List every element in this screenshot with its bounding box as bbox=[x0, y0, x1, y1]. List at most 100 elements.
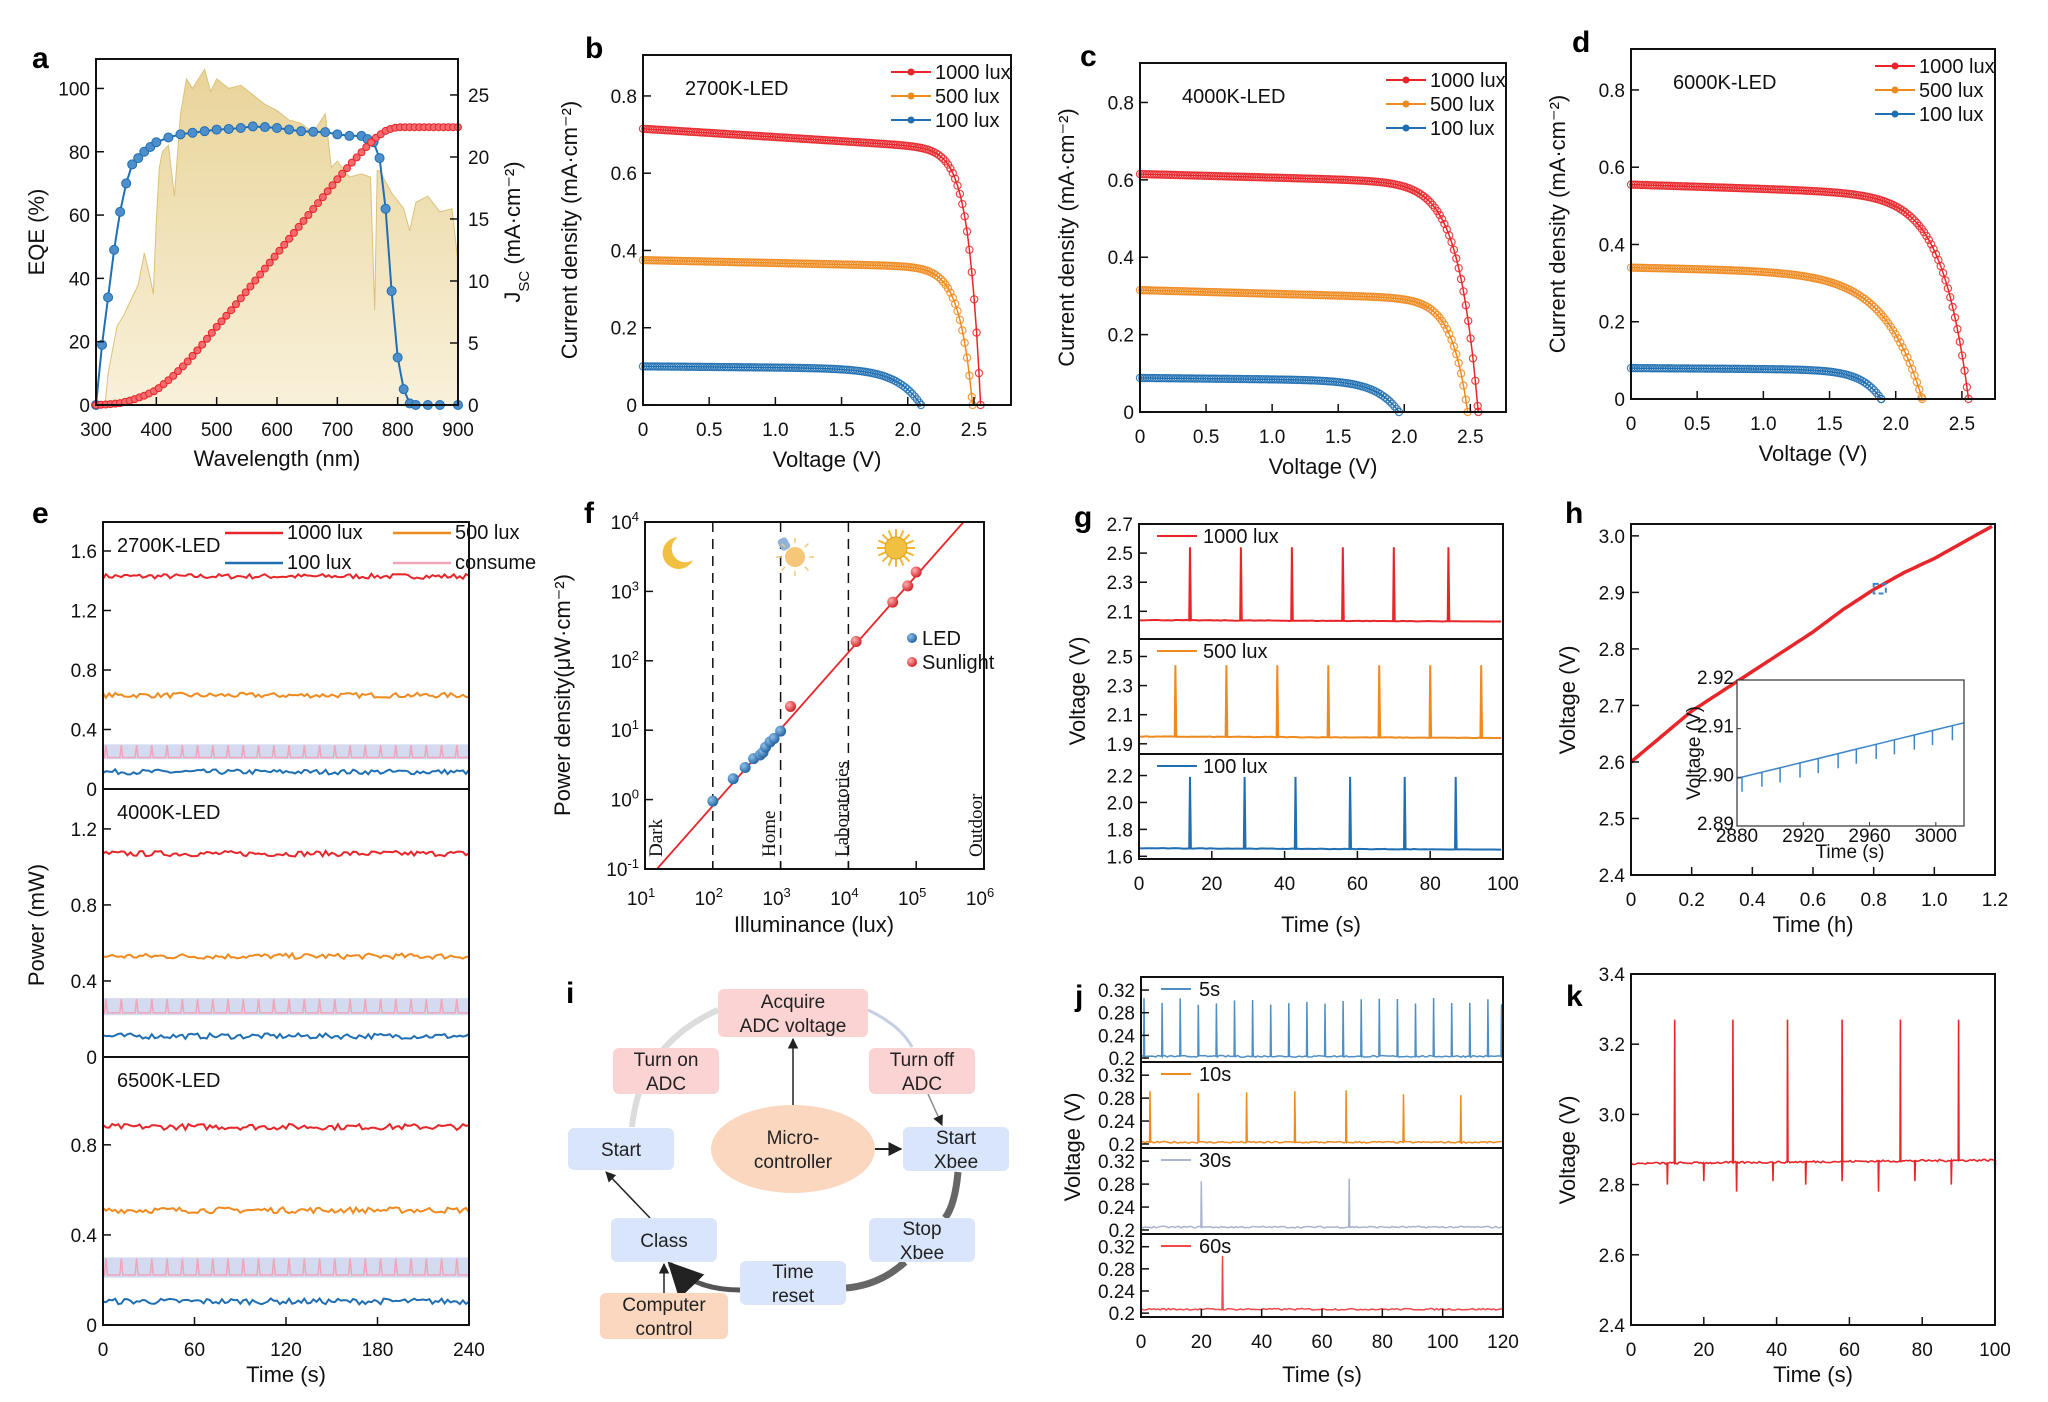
y-tick-label: 0.24 bbox=[1098, 1282, 1135, 1303]
legend-label: 5s bbox=[1199, 979, 1220, 1001]
y-axis-label: Voltage (V) bbox=[1065, 637, 1090, 746]
x-axis-label: Time (s) bbox=[246, 1362, 326, 1387]
x-tick-label: 106 bbox=[966, 885, 994, 910]
jv-point bbox=[1876, 310, 1886, 319]
x-tick-label: 100 bbox=[1427, 1332, 1459, 1353]
voltage-trace bbox=[1138, 665, 1502, 740]
x-tick-label: 400 bbox=[140, 420, 172, 441]
legend-marker bbox=[1402, 124, 1410, 132]
eqe-point bbox=[163, 132, 174, 143]
y-tick-label: 0.32 bbox=[1098, 981, 1135, 1002]
legend-label: 1000 lux bbox=[287, 522, 363, 544]
jv-point bbox=[960, 212, 969, 221]
y-tick-label: 2.1 bbox=[1107, 706, 1133, 727]
eqe-point bbox=[380, 203, 391, 214]
y-axis-label: Power density(μW·cm⁻²) bbox=[550, 574, 575, 816]
x-axis-label: Voltage (V) bbox=[1269, 454, 1378, 479]
x-tick-label: 1.0 bbox=[1921, 890, 1947, 911]
jv-point bbox=[1447, 237, 1456, 247]
consume-band bbox=[103, 1257, 469, 1278]
y-tick-label: 0.24 bbox=[1098, 1198, 1135, 1219]
region-label-home: Home bbox=[759, 811, 780, 857]
jsc-point bbox=[309, 205, 318, 214]
node-shape bbox=[740, 1261, 846, 1305]
node-label: Computer bbox=[622, 1295, 706, 1316]
y-tick-label: 100 bbox=[611, 787, 639, 812]
y-tick-label: 2.1 bbox=[1107, 602, 1133, 623]
jsc-point bbox=[241, 288, 250, 297]
panel-label: c bbox=[1080, 40, 1097, 73]
y-tick-label: 0.32 bbox=[1098, 1066, 1135, 1087]
x-tick-label: 1.5 bbox=[1325, 427, 1351, 448]
jv-point bbox=[1433, 310, 1442, 320]
x-tick-label: 600 bbox=[261, 420, 293, 441]
jv-point bbox=[1955, 337, 1964, 346]
x-tick-label: 103 bbox=[762, 885, 790, 910]
y-tick-label: 0.2 bbox=[1109, 1304, 1135, 1325]
node-label: Micro- bbox=[767, 1128, 820, 1149]
jv-point bbox=[1435, 210, 1444, 220]
jv-point bbox=[1891, 329, 1900, 339]
jsc-point bbox=[328, 181, 337, 190]
jv-point bbox=[1471, 376, 1480, 385]
y-tick-label: 0 bbox=[1123, 403, 1134, 424]
y-tick-label: 2.3 bbox=[1107, 677, 1133, 698]
y-tick-label: 0.4 bbox=[71, 1226, 98, 1247]
inset-y-tick-label: 2.90 bbox=[1697, 765, 1734, 786]
consume-line bbox=[103, 1258, 469, 1276]
eqe-point bbox=[332, 129, 343, 140]
x-tick-label: 800 bbox=[382, 420, 414, 441]
voltage-trace bbox=[1140, 1090, 1502, 1145]
jv-point bbox=[905, 387, 915, 396]
plot-frame-b bbox=[642, 54, 1012, 406]
jv-point bbox=[1456, 274, 1466, 284]
jv-point bbox=[1905, 211, 1914, 221]
y2-axis-label: JSC (mA·cm⁻²) bbox=[500, 161, 533, 302]
y-tick-label: 0 bbox=[79, 396, 90, 417]
data-point-led bbox=[775, 725, 787, 737]
node-shape bbox=[711, 1105, 875, 1193]
data-point-sunlight bbox=[910, 566, 922, 578]
legend-label: 1000 lux bbox=[1203, 526, 1279, 548]
subplot-frame bbox=[1140, 1233, 1504, 1318]
jv-point bbox=[1946, 293, 1955, 302]
node-label: Turn on bbox=[634, 1050, 699, 1071]
jv-point bbox=[915, 398, 924, 407]
jv-point bbox=[962, 353, 972, 362]
jv-point bbox=[950, 299, 960, 309]
jv-point bbox=[1927, 240, 1936, 249]
x-tick-label: 180 bbox=[362, 1340, 394, 1361]
jv-point bbox=[1869, 302, 1879, 312]
x-tick-label: 120 bbox=[270, 1340, 302, 1361]
jv-point bbox=[967, 392, 977, 402]
y-tick-label: 2.7 bbox=[1599, 696, 1625, 717]
legend-label: 1000 lux bbox=[935, 62, 1011, 84]
jv-curve bbox=[642, 259, 974, 406]
jv-point bbox=[1924, 235, 1934, 245]
jsc-point bbox=[203, 334, 212, 343]
plot-frame-c bbox=[1139, 62, 1507, 413]
node-label: Class bbox=[640, 1231, 688, 1252]
consume-band bbox=[103, 998, 469, 1016]
power-line bbox=[102, 951, 470, 961]
eqe-point bbox=[386, 286, 397, 297]
plot-frame-k bbox=[1630, 973, 1996, 1326]
jv-point bbox=[1957, 351, 1967, 360]
subplot-frame bbox=[1138, 753, 1504, 860]
legend-label: LED bbox=[922, 628, 961, 650]
legend-marker bbox=[1891, 110, 1899, 118]
jsc-point bbox=[338, 169, 347, 178]
legend-label: 500 lux bbox=[935, 86, 1000, 108]
power-line bbox=[102, 849, 470, 859]
y-tick-label: 1.2 bbox=[71, 820, 97, 841]
inset-x-tick-label: 3000 bbox=[1915, 826, 1957, 847]
x-tick-label: 1.5 bbox=[1816, 414, 1842, 435]
jv-point bbox=[1962, 382, 1972, 392]
jsc-point bbox=[183, 357, 192, 366]
jsc-point bbox=[367, 138, 376, 147]
node-shape bbox=[718, 989, 868, 1037]
panel-label: k bbox=[1566, 980, 1583, 1013]
y-tick-label: 0.24 bbox=[1098, 1026, 1135, 1047]
x-axis-label: Time (s) bbox=[1282, 1362, 1362, 1387]
